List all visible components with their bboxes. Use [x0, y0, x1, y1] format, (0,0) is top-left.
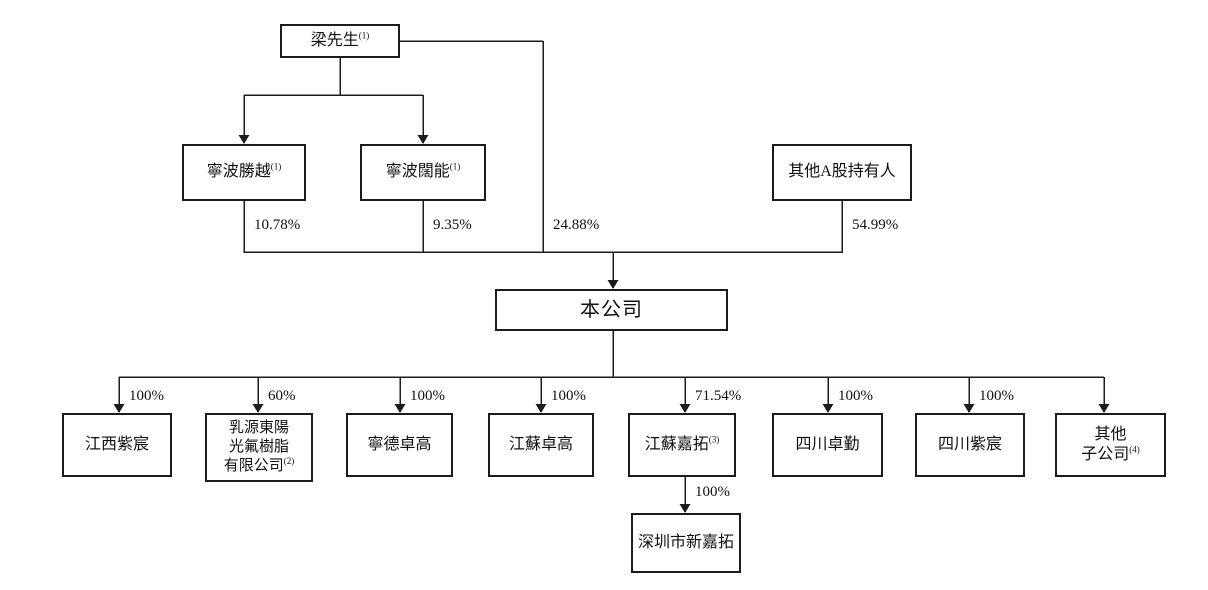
node-label: 江西紫宸 [84, 435, 149, 453]
node-other-a-share-holders: 其他A股持有人 [772, 144, 912, 201]
footnote-ref: (4) [1129, 444, 1140, 455]
node-label: 四川卓勤 [795, 435, 860, 453]
node-label-line2: 子公司(4) [1081, 444, 1140, 463]
edge-to-sichuan-zichen [963, 377, 975, 413]
node-jiangsu-zhuogao: 江蘇卓高 [488, 413, 594, 477]
node-ningbo-shengyue: 寧波勝越(1) [182, 144, 306, 201]
footnote-ref: (1) [358, 30, 370, 41]
ownership-label-shenzhen-xinjiatuo: 100% [695, 484, 730, 500]
ownership-label-ruyuan: 60% [268, 388, 296, 404]
ownership-label-sichuan-zichen: 100% [979, 388, 1014, 404]
node-company: 本公司 [495, 289, 728, 331]
ownership-label-sichuan-zhuoqin: 100% [838, 388, 873, 404]
edge-to-sichuan-zhuoqin [822, 377, 834, 413]
ownership-label-jiangsu-jiatuo: 71.54% [695, 388, 742, 404]
ownership-label-kuoneng: 9.35% [433, 217, 472, 233]
node-sichuan-zichen: 四川紫宸 [915, 413, 1025, 477]
edge-liang-split [238, 58, 429, 144]
node-label: 梁先生 [310, 31, 359, 49]
node-shenzhen-xinjiatuo: 深圳市新嘉拓 [631, 513, 741, 573]
edge-company-to-subsidiary-bus [119, 331, 1104, 378]
edge-to-other-subsidiaries [1098, 377, 1110, 413]
ownership-label-shengyue: 10.78% [254, 217, 301, 233]
footnote-ref: (1) [449, 161, 461, 172]
node-label: 深圳市新嘉拓 [637, 533, 734, 551]
node-sichuan-zhuoqin: 四川卓勤 [772, 413, 883, 477]
edge-to-jiangxi-zichen [113, 377, 125, 413]
edge-bus-to-company [607, 252, 619, 289]
node-other-subsidiaries: 其他 子公司(4) [1055, 413, 1166, 477]
ownership-label-ningde-zhuogao: 100% [410, 388, 445, 404]
node-label: 本公司 [580, 299, 643, 321]
ownership-label-liang-direct: 24.88% [553, 217, 600, 233]
node-label: 寧波勝越 [206, 163, 271, 181]
edge-jiatuo-to-shenzhen [679, 477, 691, 513]
edge-to-jiangsu-zhuogao [535, 377, 547, 413]
node-label-line3: 有限公司(2) [223, 456, 295, 475]
ownership-label-jiangxi-zichen: 100% [129, 388, 164, 404]
node-jiangsu-jiatuo: 江蘇嘉拓(3) [628, 413, 736, 477]
node-ningde-zhuogao: 寧德卓高 [346, 413, 453, 477]
footnote-ref: (1) [270, 161, 282, 172]
node-mr-liang: 梁先生(1) [280, 24, 400, 58]
ownership-label-other-a: 54.99% [852, 217, 899, 233]
node-label: 江蘇卓高 [508, 435, 573, 453]
edge-to-ningde-zhuogao [394, 377, 406, 413]
node-ningbo-kuoneng: 寧波闊能(1) [360, 144, 486, 201]
edge-to-ruyuan [252, 377, 264, 413]
node-label: 寧波闊能 [385, 163, 450, 181]
edge-holders-to-bus [243, 201, 843, 253]
node-label-line1: 乳源東陽 [228, 419, 289, 436]
ownership-label-jiangsu-zhuogao: 100% [551, 388, 586, 404]
node-ruyuan-dongyangguang: 乳源東陽 光氟樹脂 有限公司(2) [205, 413, 313, 482]
node-label-line1: 其他 [1094, 425, 1127, 443]
edge-liang-direct [400, 40, 544, 253]
node-label: 四川紫宸 [937, 435, 1002, 453]
node-label: 其他A股持有人 [788, 163, 896, 181]
node-label: 寧德卓高 [367, 435, 432, 453]
node-jiangxi-zichen: 江西紫宸 [62, 413, 172, 477]
footnote-ref: (2) [283, 456, 295, 467]
node-label: 江蘇嘉拓 [644, 435, 709, 453]
node-label-line2: 光氟樹脂 [228, 438, 289, 455]
edge-to-jiangsu-jiatuo [679, 377, 691, 413]
footnote-ref: (3) [708, 434, 720, 445]
